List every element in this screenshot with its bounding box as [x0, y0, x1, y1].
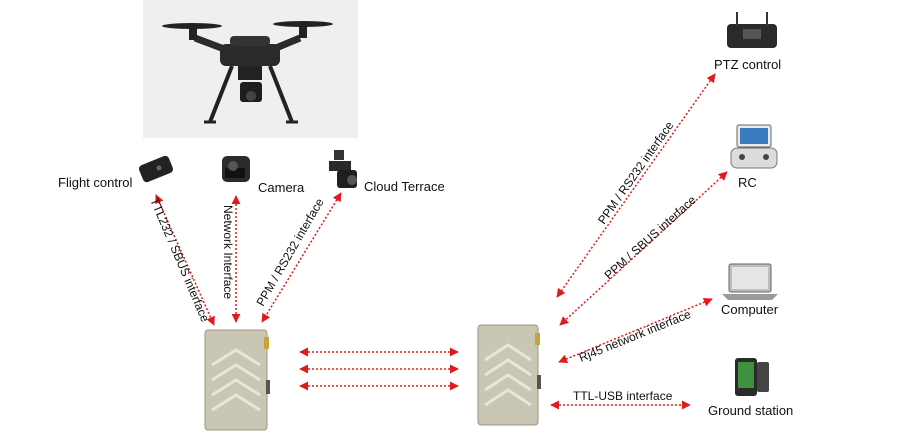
- rc-icon: [730, 124, 778, 169]
- laptop-icon: [722, 263, 778, 300]
- ptz-controller-icon: [727, 12, 777, 48]
- network-interface-label: Network Interface: [221, 205, 235, 299]
- rj45-network-interface-label: Rj45 network interface: [577, 307, 693, 365]
- rc-label: RC: [738, 175, 757, 190]
- air-module: [204, 329, 270, 431]
- ptz-control-label: PTZ control: [714, 57, 781, 72]
- ppm-rs232-ground-interface-label: PPM / RS232 interface: [595, 118, 677, 226]
- ttl-usb-interface-label: TTL-USB interface: [573, 389, 673, 403]
- gimbal-icon: [329, 150, 357, 188]
- flight-control-icon: [139, 155, 173, 183]
- ground-station-icon: [735, 358, 769, 396]
- cloud-terrace-label: Cloud Terrace: [364, 179, 445, 194]
- camera-icon: [222, 156, 250, 182]
- ground-station-label: Ground station: [708, 403, 793, 418]
- flight-control-label: Flight control: [58, 175, 133, 190]
- ppm-rs232-air-interface-label: PPM / RS232 interface: [253, 196, 326, 309]
- drone-image: [143, 0, 358, 138]
- camera-label: Camera: [258, 180, 305, 195]
- ground-module: [477, 324, 541, 426]
- computer-label: Computer: [721, 302, 779, 317]
- ttl232-sbus-interface-label: TTL232 / SBUS interface: [147, 196, 212, 325]
